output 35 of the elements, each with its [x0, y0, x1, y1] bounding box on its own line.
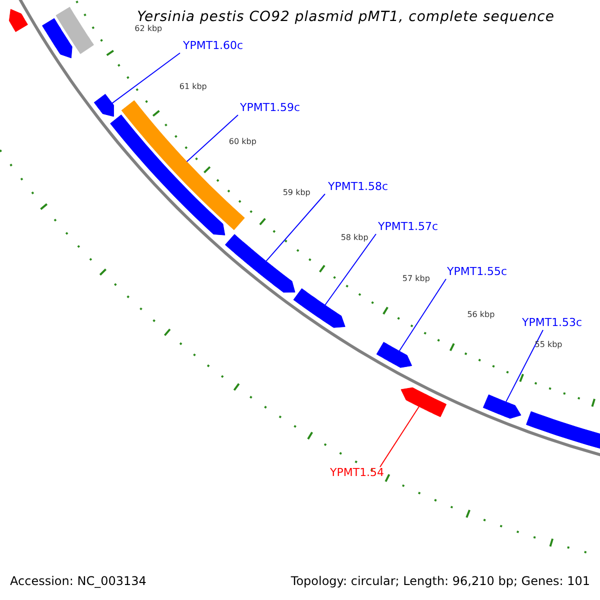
scale-label: 59 kbp: [282, 188, 310, 197]
leader-line: [186, 114, 238, 162]
scale-label: 61 kbp: [179, 83, 207, 92]
info-text: Topology: circular; Length: 96,210 bp; Genes: 101: [290, 575, 590, 587]
gene-label: YPMT1.54: [330, 467, 384, 478]
scale-label: 62 kbp: [134, 24, 162, 33]
gene-segment: [293, 288, 346, 328]
gene-segment: [110, 114, 226, 236]
scale-label: 55 kbp: [534, 340, 562, 349]
gene-label: YPMT1.55c: [447, 266, 508, 277]
scale-label: 58 kbp: [340, 234, 368, 242]
leader-line: [398, 278, 446, 352]
leader-line: [506, 330, 544, 402]
feature-band: [56, 6, 94, 54]
gene-segment: [8, 8, 28, 32]
scale-label: 60 kbp: [228, 138, 256, 146]
gene-segment: [94, 94, 114, 117]
gene-label: YPMT1.53c: [522, 317, 582, 328]
title: Yersinia pestis CO92 plasmid pMT1, complete sequence: [137, 10, 554, 24]
gene-segment: [482, 394, 522, 419]
leader-line: [324, 234, 376, 306]
gene-label: YPMT1.59c: [240, 102, 300, 113]
gene-segment: [400, 387, 447, 418]
leader-line: [266, 194, 326, 262]
gene-segment: [376, 342, 412, 368]
leader-line: [112, 52, 180, 104]
gene-label: YPMT1.60c: [183, 40, 244, 51]
gene-label: YPMT1.58c: [328, 181, 388, 192]
info-text: Accession: NC_003134: [10, 575, 146, 587]
leader-line: [380, 406, 420, 468]
gene-segment: [42, 18, 72, 58]
scale-label: 56 kbp: [467, 310, 495, 319]
scale-label: 57 kbp: [402, 275, 430, 284]
gene-label: YPMT1.57c: [378, 221, 438, 232]
gene-segment: [224, 234, 296, 293]
